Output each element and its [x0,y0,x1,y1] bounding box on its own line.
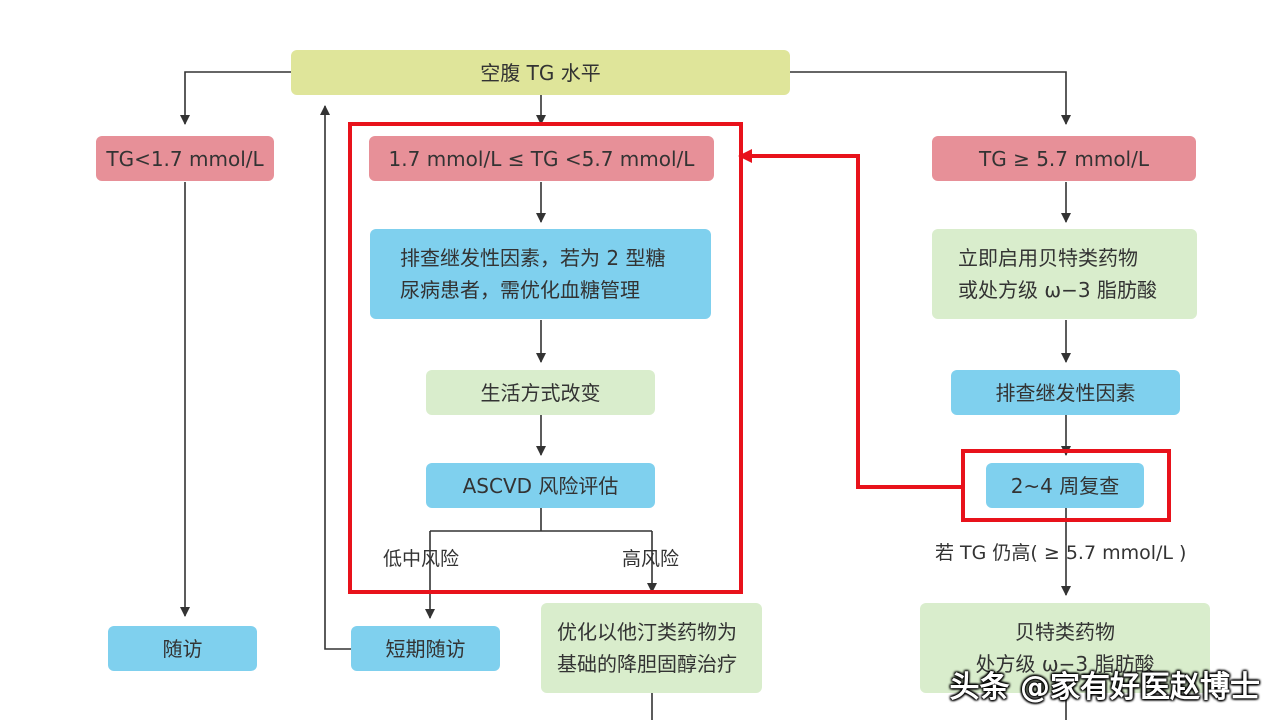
node-secondary-screen-mid: 排查继发性因素，若为 2 型糖 尿病患者，需优化血糖管理 [370,229,711,319]
watermark: 头条 @家有好医赵博士 [949,670,1260,705]
node-lifestyle-label: 生活方式改变 [480,380,601,405]
node-tg-low-label: TG<1.7 mmol/L [106,146,264,171]
node-statin-line1: 优化以他汀类药物为 [557,620,737,644]
label-high-risk: 高风险 [622,548,680,570]
node-tg-high: TG ≥ 5.7 mmol/L [932,136,1196,181]
node-secondary-screen-high: 排查继发性因素 [951,370,1180,415]
node-fibrate: 贝特类药物 处方级 ω−3 脂肪酸 [920,603,1210,693]
edge-short-followup-loop [320,105,351,650]
highlight-box-mid [348,122,743,594]
node-recheck-label: 2~4 周复查 [1010,473,1120,498]
node-tg-mid: 1.7 mmol/L ≤ TG <5.7 mmol/L [369,136,714,181]
node-statin: 优化以他汀类药物为 基础的降胆固醇治疗 [541,603,762,693]
node-secondary-screen-mid-line1: 排查继发性因素，若为 2 型糖 [400,246,666,270]
node-fibrate-line1: 贝特类药物 [1015,620,1115,644]
edge-ascvd-split [430,508,652,532]
node-short-followup: 短期随访 [351,626,500,671]
node-short-followup-label: 短期随访 [385,636,466,661]
node-tg-mid-label: 1.7 mmol/L ≤ TG <5.7 mmol/L [388,146,695,171]
node-tg-low: TG<1.7 mmol/L [96,136,274,181]
edge-top-to-low [180,71,291,125]
node-secondary-screen-high-label: 排查继发性因素 [995,380,1136,405]
label-low-mid-risk: 低中风险 [383,548,460,570]
node-fibrate-immediate-line1: 立即启用贝特类药物 [958,246,1138,270]
node-fibrate-immediate-line2: 或处方级 ω−3 脂肪酸 [958,278,1157,302]
node-fibrate-immediate: 立即启用贝特类药物 或处方级 ω−3 脂肪酸 [932,229,1197,319]
node-secondary-screen-mid-line2: 尿病患者，需优化血糖管理 [400,278,640,302]
edge-top-to-high [790,71,1071,125]
label-still-high: 若 TG 仍高( ≥ 5.7 mmol/L ) [935,542,1187,564]
node-followup-label: 随访 [162,636,203,661]
node-recheck: 2~4 周复查 [986,463,1144,508]
node-lifestyle: 生活方式改变 [426,370,655,415]
node-fibrate-line2: 处方级 ω−3 脂肪酸 [975,652,1155,676]
node-tg-high-label: TG ≥ 5.7 mmol/L [979,146,1149,171]
node-ascvd-label: ASCVD 风险评估 [462,473,619,498]
node-fasting-tg-label: 空腹 TG 水平 [480,60,601,85]
highlight-arrow [738,149,963,489]
node-statin-line2: 基础的降胆固醇治疗 [557,652,737,676]
node-followup: 随访 [108,626,257,671]
node-fasting-tg: 空腹 TG 水平 [291,50,790,95]
node-ascvd: ASCVD 风险评估 [426,463,655,508]
